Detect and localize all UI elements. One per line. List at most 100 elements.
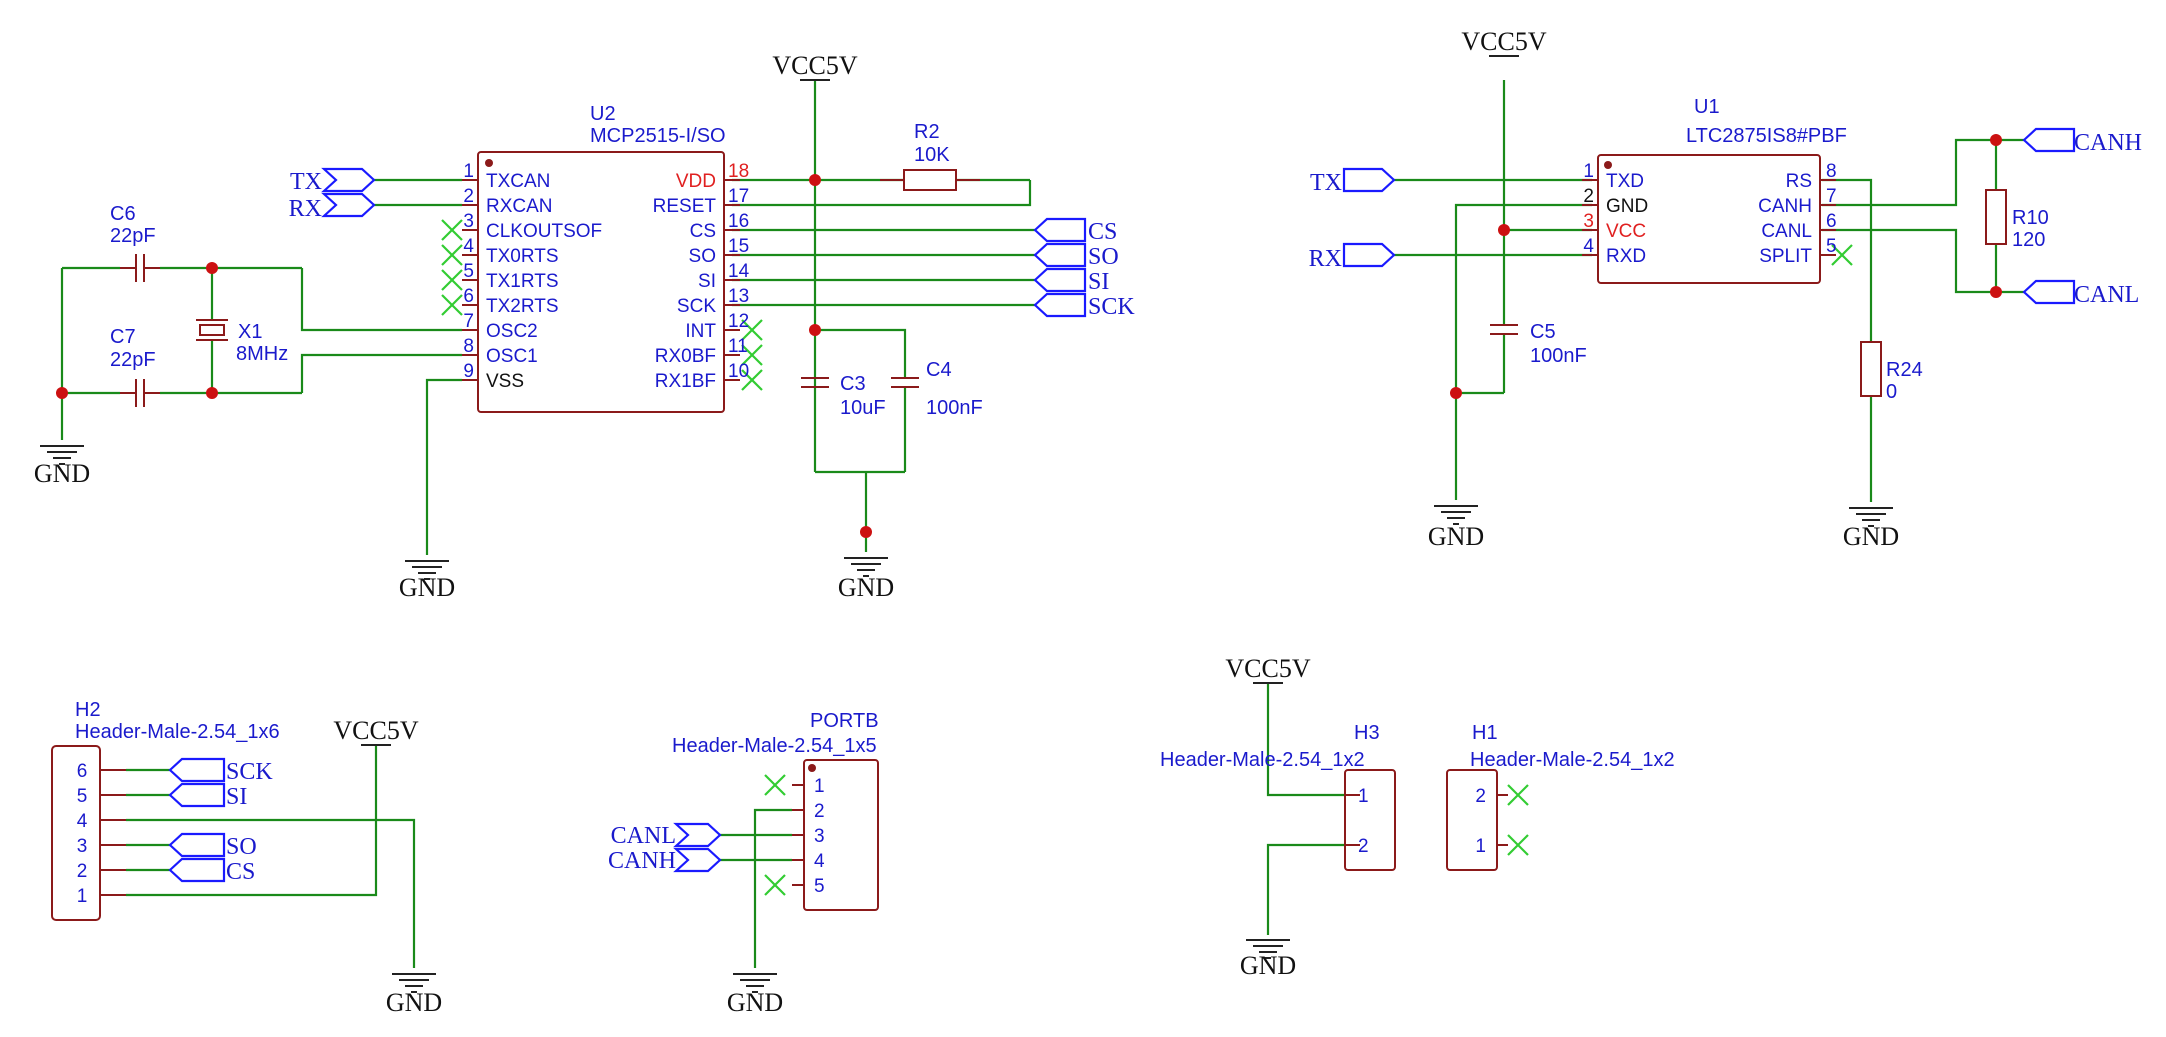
u2-pin-name: SI bbox=[698, 271, 716, 292]
svg-text:CANH: CANH bbox=[2074, 130, 2142, 156]
gnd-symbol-portb: GND bbox=[727, 973, 783, 1017]
u1-pin-number: 6 bbox=[1826, 211, 1837, 232]
portb-pin-number: 2 bbox=[814, 801, 825, 822]
u2-pin-number: 4 bbox=[463, 236, 474, 257]
net-flag-tx-u1: TX bbox=[1310, 167, 1396, 196]
c4-value: 100nF bbox=[926, 397, 983, 419]
svg-text:CANL: CANL bbox=[611, 823, 676, 849]
u2-pin-number: 9 bbox=[463, 361, 474, 382]
h3-value: Header-Male-2.54_1x2 bbox=[1160, 749, 1365, 771]
u2-pin-name: TXCAN bbox=[486, 171, 550, 192]
u2-pin-number: 17 bbox=[728, 186, 749, 207]
r24-ref: R24 bbox=[1886, 359, 1923, 381]
net-flag-sck-u2: SCK bbox=[1033, 292, 1135, 320]
no-connect-marks bbox=[440, 218, 1854, 897]
u2-pin-name: SO bbox=[689, 246, 716, 267]
u1-pin-name: CANH bbox=[1758, 196, 1812, 217]
u2-pin-name: RX1BF bbox=[655, 371, 716, 392]
svg-text:SCK: SCK bbox=[1088, 294, 1135, 320]
u2-pin-name: RESET bbox=[653, 196, 717, 217]
u1-pin-name: VCC bbox=[1606, 221, 1646, 242]
portb-pin-number: 1 bbox=[814, 776, 825, 797]
c5-value: 100nF bbox=[1530, 345, 1587, 367]
u2-pin-number: 8 bbox=[463, 336, 474, 357]
header-h3[interactable]: H3 Header-Male-2.54_1x2 12 bbox=[1160, 722, 1396, 871]
portb-pin-number: 3 bbox=[814, 826, 825, 847]
resistor-r10[interactable]: R10 120 bbox=[1985, 189, 2049, 251]
h2-pin-number: 3 bbox=[77, 836, 88, 857]
u1-pin-name: TXD bbox=[1606, 171, 1644, 192]
u2-pin-name: SCK bbox=[677, 296, 716, 317]
header-h1[interactable]: H1 Header-Male-2.54_1x2 21 bbox=[1446, 722, 1675, 871]
gnd-symbol-u2: GND bbox=[399, 560, 455, 602]
capacitor-c5[interactable]: C5 100nF bbox=[1490, 321, 1587, 367]
u1-pin-number: 2 bbox=[1583, 186, 1594, 207]
svg-text:CANH: CANH bbox=[608, 848, 676, 874]
r24-value: 0 bbox=[1886, 381, 1897, 403]
u1-ref: U1 bbox=[1694, 96, 1720, 118]
junction-dots bbox=[56, 134, 2002, 538]
gnd-symbol-r24: GND bbox=[1843, 507, 1899, 551]
vcc-symbol-u1: VCC5V bbox=[1461, 27, 1547, 57]
u2-pin-number: 15 bbox=[728, 236, 749, 257]
u1-pin-name: SPLIT bbox=[1759, 246, 1812, 267]
u2-pin-number: 16 bbox=[728, 211, 749, 232]
h3-pin-number: 1 bbox=[1358, 786, 1369, 807]
crystal-x1[interactable]: X1 8MHz bbox=[196, 319, 288, 365]
svg-text:SO: SO bbox=[1088, 244, 1119, 270]
gnd-symbol-h2: GND bbox=[386, 973, 442, 1017]
u1-pin-name: GND bbox=[1606, 196, 1648, 217]
svg-text:GND: GND bbox=[727, 988, 783, 1017]
capacitor-c6[interactable]: C6 22pF bbox=[110, 203, 160, 282]
svg-text:GND: GND bbox=[399, 573, 455, 602]
u1-pin-number: 5 bbox=[1826, 236, 1837, 257]
portb-pin-number: 5 bbox=[814, 876, 825, 897]
h2-pin-number: 5 bbox=[77, 786, 88, 807]
c6-value: 22pF bbox=[110, 225, 156, 247]
gnd-symbol-h3: GND bbox=[1240, 939, 1296, 980]
portb-value: Header-Male-2.54_1x5 bbox=[672, 735, 877, 757]
net-flag-rx-u1: RX bbox=[1309, 242, 1396, 272]
gnd-symbol-caps: GND bbox=[838, 557, 894, 602]
u2-pin-number: 12 bbox=[728, 311, 749, 332]
r10-ref: R10 bbox=[2012, 207, 2049, 229]
c7-ref: C7 bbox=[110, 326, 136, 348]
svg-text:TX: TX bbox=[1310, 170, 1342, 196]
vcc-symbol-h2: VCC5V bbox=[333, 716, 419, 746]
u1-value: LTC2875IS8#PBF bbox=[1686, 125, 1847, 147]
capacitor-c4[interactable]: C4 100nF bbox=[891, 359, 983, 419]
svg-text:VCC5V: VCC5V bbox=[333, 716, 418, 745]
net-flag-rx-u2: RX bbox=[289, 192, 376, 222]
svg-text:VCC5V: VCC5V bbox=[772, 51, 857, 80]
u2-pin-name: OSC1 bbox=[486, 346, 538, 367]
capacitor-c3[interactable]: C3 10uF bbox=[801, 373, 886, 419]
resistor-r24[interactable]: R24 0 bbox=[1860, 341, 1923, 403]
u2-pin-name: CLKOUTSOF bbox=[486, 221, 602, 242]
u2-pin-number: 7 bbox=[463, 311, 474, 332]
u2-pin-name: RXCAN bbox=[486, 196, 553, 217]
u1-pin-number: 8 bbox=[1826, 161, 1837, 182]
portb-ref: PORTB bbox=[810, 710, 879, 732]
u1-pin-number: 3 bbox=[1583, 211, 1594, 232]
gnd-symbol-crystal: GND bbox=[34, 445, 90, 488]
svg-text:RX: RX bbox=[1309, 246, 1342, 272]
capacitor-c7[interactable]: C7 22pF bbox=[110, 326, 160, 407]
h2-value: Header-Male-2.54_1x6 bbox=[75, 721, 280, 743]
gnd-symbol-u1: GND bbox=[1428, 505, 1484, 551]
svg-text:RX: RX bbox=[289, 196, 322, 222]
u2-pin-name: VDD bbox=[676, 171, 716, 192]
svg-text:CS: CS bbox=[1088, 219, 1117, 245]
svg-text:GND: GND bbox=[1240, 951, 1296, 980]
net-flag-si-u2: SI bbox=[1033, 267, 1109, 295]
u2-pin-number: 3 bbox=[463, 211, 474, 232]
resistor-r2[interactable]: R2 10K bbox=[880, 121, 980, 191]
net-flag-canh-portb: CANH bbox=[608, 847, 722, 874]
svg-text:VCC5V: VCC5V bbox=[1461, 27, 1546, 56]
h1-pin-number: 1 bbox=[1475, 836, 1486, 857]
